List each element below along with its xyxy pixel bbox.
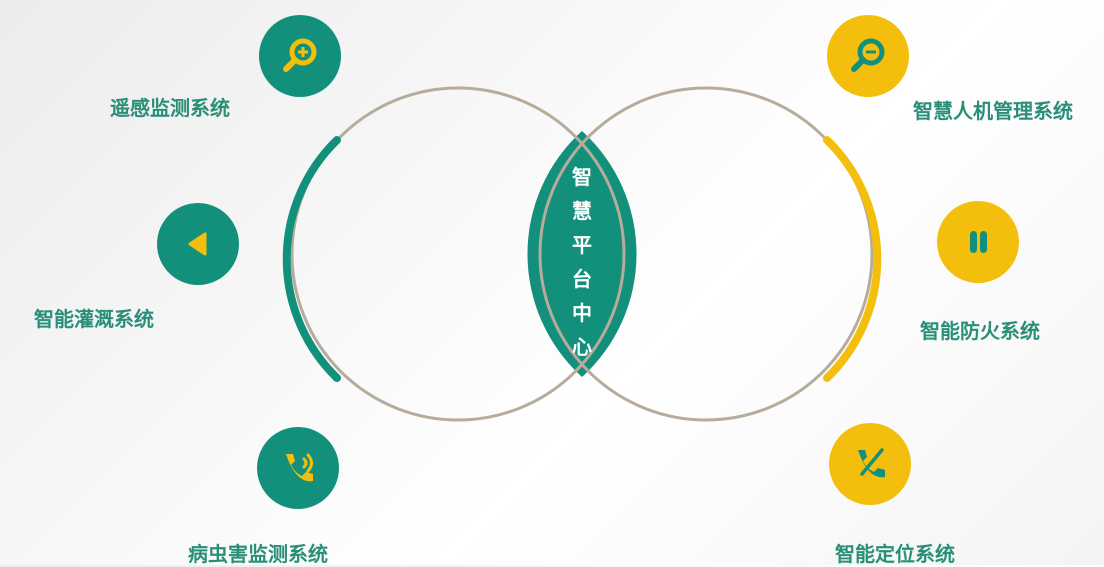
pause-icon xyxy=(970,231,987,253)
zoom-out-node[interactable] xyxy=(827,15,909,97)
phone-sound-icon xyxy=(286,453,313,482)
zoom-out-icon xyxy=(851,38,885,72)
right-label-2: 智能防火系统 xyxy=(920,319,1040,343)
left-ring xyxy=(290,86,626,422)
left-label-3: 病虫害监测系统 xyxy=(188,542,328,566)
play-left-node[interactable] xyxy=(157,203,239,285)
phone-off-icon xyxy=(858,448,885,478)
left-label-2: 智能灌溉系统 xyxy=(34,307,154,331)
play-left-icon xyxy=(188,232,207,256)
phone-sound-node[interactable] xyxy=(257,427,339,509)
right-ring xyxy=(538,86,874,422)
left-label-1: 遥感监测系统 xyxy=(110,96,230,120)
phone-off-node[interactable] xyxy=(829,423,911,505)
right-accent-arc xyxy=(823,136,882,382)
right-label-3: 智能定位系统 xyxy=(835,542,955,566)
center-title: 智慧平台中心 xyxy=(572,165,592,359)
center-lens xyxy=(527,131,637,377)
zoom-in-node[interactable] xyxy=(259,15,341,97)
left-accent-arc xyxy=(282,136,341,382)
right-label-1: 智慧人机管理系统 xyxy=(913,99,1073,123)
zoom-in-icon xyxy=(283,38,317,72)
pause-node[interactable] xyxy=(937,201,1019,283)
